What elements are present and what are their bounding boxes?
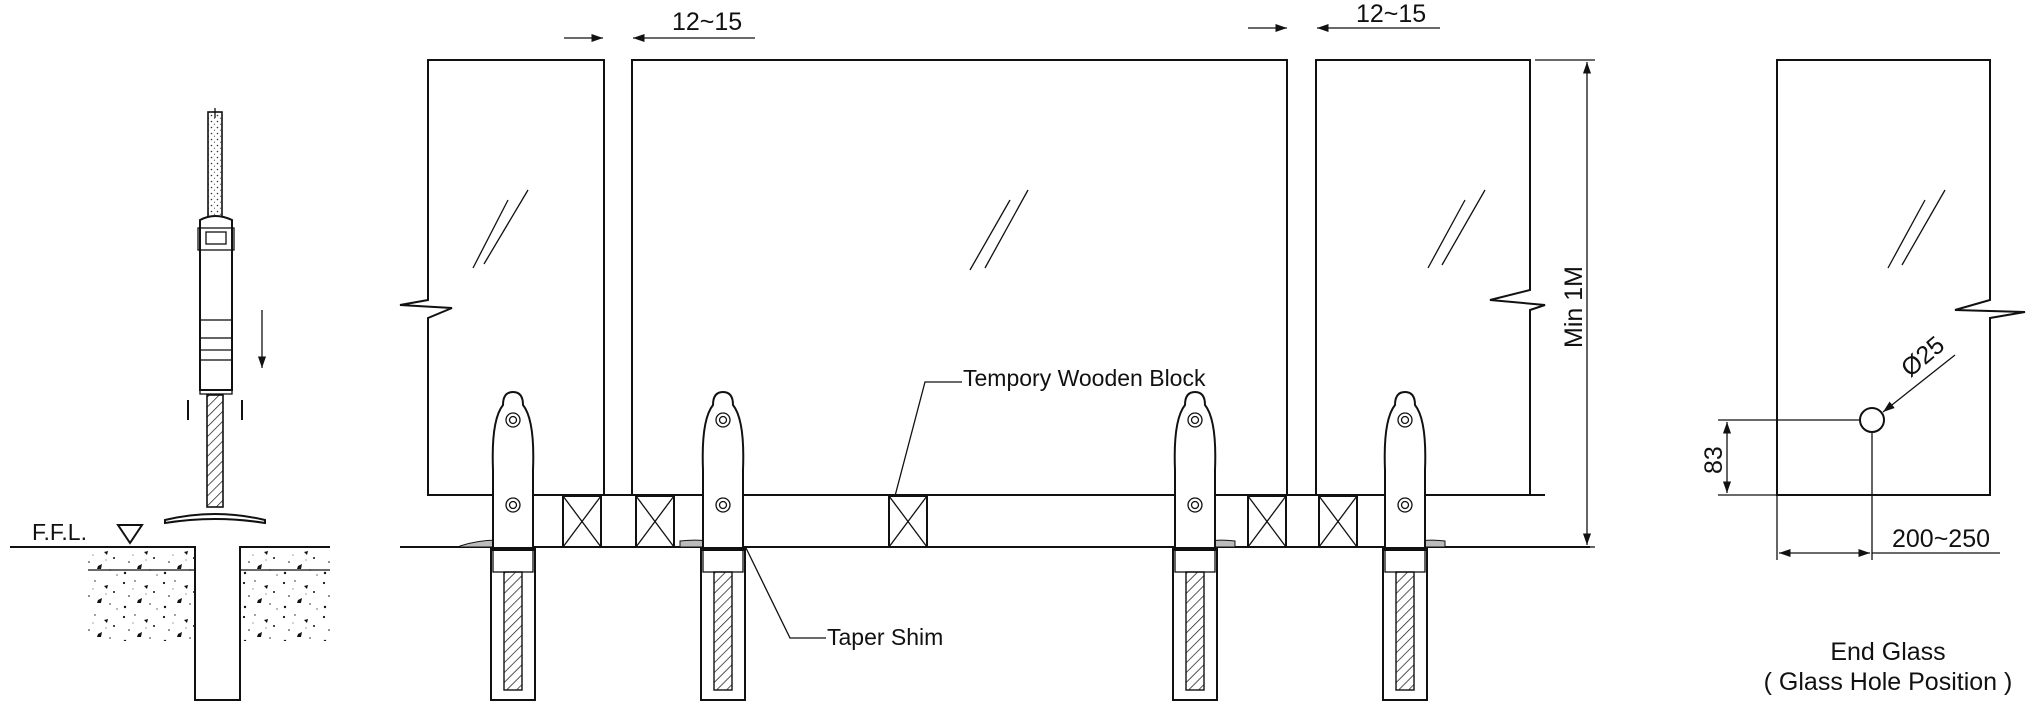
clamp-4 [1382,390,1428,701]
taper-shim-leader [745,547,826,639]
clamp-2 [700,390,746,701]
clamp-1 [490,390,536,701]
anchor-stud-side [206,394,224,508]
glass-panel-1 [399,59,605,496]
taper-shim-side [164,513,266,525]
wooden-block-4 [1247,495,1287,548]
gap-dimension-right: 12~15 [1248,0,1440,33]
glass-panel-3 [1315,59,1546,496]
level-triangle [116,524,144,545]
side-section-view: F.F.L. [10,108,330,701]
wooden-block-2 [635,495,675,548]
main-elevation-view: 12~15 12~15 Min 1M Tempory Wooden Block … [399,0,1595,701]
end-glass-detail: Ø25 83 200~250 End Glass ( Glass Hole Po… [1700,59,2026,696]
min-height-label: Min 1M [1560,266,1588,348]
concrete-left [88,551,195,641]
gap-left-label: 12~15 [672,8,742,36]
gap-dimension-left: 12~15 [564,8,755,43]
concrete-right [240,551,330,641]
wooden-block-leader [894,381,962,497]
wooden-block-1 [562,495,602,548]
clamp-3 [1172,390,1218,701]
height-dimension: Min 1M [1535,59,1595,548]
wooden-block-label: Tempory Wooden Block [963,365,1206,391]
end-glass-title: End Glass [1830,638,1945,666]
end-glass-subtitle: ( Glass Hole Position ) [1764,668,2013,696]
wooden-block-5 [1318,495,1358,548]
clamp-body-side [199,215,233,391]
ffl-label: F.F.L. [32,519,87,545]
hole-height-label: 83 [1700,446,1728,474]
taper-shim-label: Taper Shim [827,624,943,650]
gap-right-label: 12~15 [1356,0,1426,28]
end-glass-panel [1776,59,2026,496]
hole-offset-label: 200~250 [1892,525,1990,553]
wooden-block-3 [888,495,928,548]
floor-line [10,546,330,701]
